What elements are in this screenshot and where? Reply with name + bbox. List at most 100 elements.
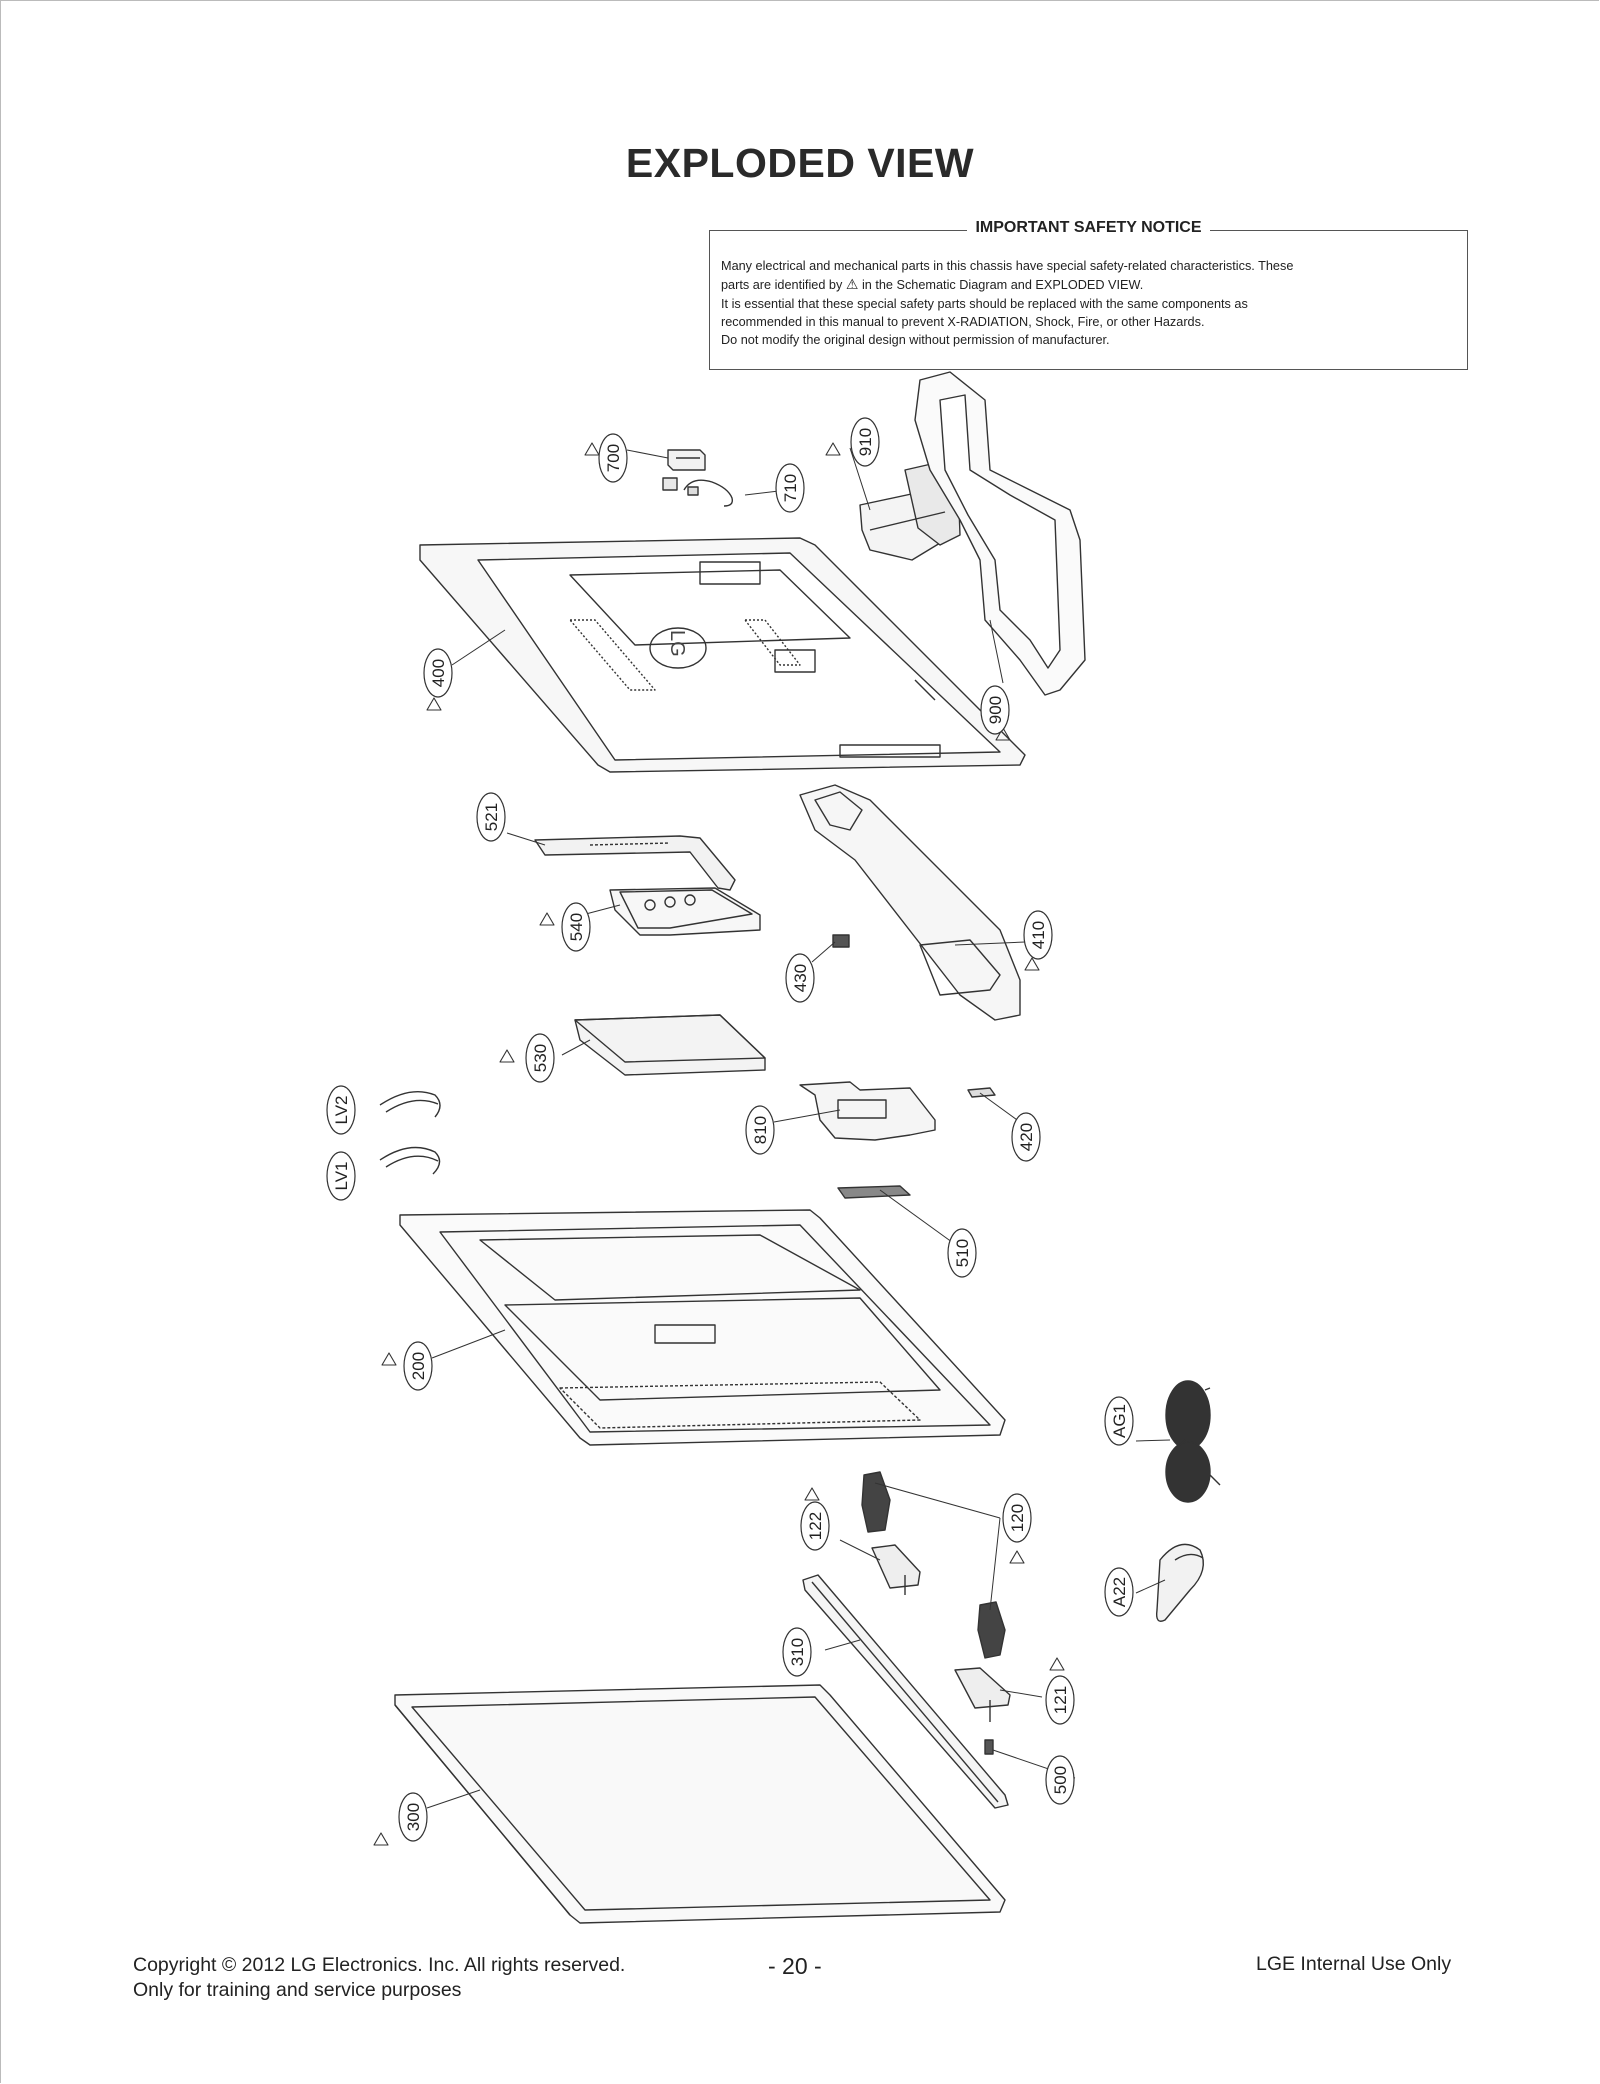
callout-700-label: 700	[604, 444, 623, 472]
callout-420: 420	[1011, 1112, 1041, 1162]
leader-lines	[426, 447, 1171, 1809]
callout-310: 310	[782, 1627, 812, 1677]
callout-122-label: 122	[806, 1512, 825, 1540]
safety-notice-heading-wrap: IMPORTANT SAFETY NOTICE	[710, 219, 1467, 237]
warning-triangle-icon	[1009, 1550, 1025, 1564]
footer-left: Copyright © 2012 LG Electronics. Inc. Al…	[133, 1953, 625, 2003]
callout-500-label: 500	[1051, 1766, 1070, 1794]
callout-a22: A22	[1104, 1567, 1134, 1617]
part-a22-remote-shape	[1155, 1543, 1204, 1622]
footer-copyright: Copyright © 2012 LG Electronics. Inc. Al…	[133, 1954, 626, 1976]
safety-notice-heading: IMPORTANT SAFETY NOTICE	[967, 219, 1210, 236]
part-400-back-cover-shape: LG	[419, 537, 1026, 773]
warning-triangle-icon	[426, 697, 442, 711]
warning-triangle-icon	[825, 442, 841, 456]
safety-notice-box: IMPORTANT SAFETY NOTICE Many electrical …	[709, 219, 1468, 370]
callout-410: 410	[1023, 910, 1053, 960]
callout-ag1-label: AG1	[1110, 1404, 1129, 1438]
callout-121: 121	[1045, 1675, 1075, 1725]
part-121-bracket-shape	[954, 1667, 1011, 1722]
safety-notice-body: Many electrical and mechanical parts in …	[721, 257, 1456, 349]
callout-910: 910	[850, 417, 880, 467]
part-521-bracket-shape	[534, 835, 736, 891]
callout-400: 400	[423, 648, 453, 698]
callout-310-label: 310	[788, 1638, 807, 1666]
part-300-front-cabinet-shape	[394, 1684, 1006, 1924]
part-530-power-board-shape	[574, 1014, 766, 1076]
callout-500: 500	[1045, 1755, 1075, 1805]
part-500-small-part-shape	[984, 1739, 994, 1755]
part-510-ir-board-shape	[837, 1185, 911, 1199]
callout-120: 120	[1002, 1493, 1032, 1543]
part-700-shape	[667, 449, 706, 471]
callout-a22-label: A22	[1110, 1577, 1129, 1607]
callout-430: 430	[785, 953, 815, 1003]
callout-900-label: 900	[986, 696, 1005, 724]
warning-triangle-icon	[1049, 1657, 1065, 1671]
warning-triangle-icon	[381, 1352, 397, 1366]
callout-lv1: LV1	[326, 1151, 356, 1201]
part-900-stand-base-shape	[914, 371, 1086, 696]
safety-triangles	[373, 442, 1065, 1846]
warning-triangle-icon	[539, 912, 555, 926]
part-710-cable-shape	[662, 477, 734, 507]
part-310-bottom-frame-shape	[802, 1574, 1009, 1809]
callout-121-label: 121	[1051, 1686, 1070, 1714]
part-200-chassis-shape	[399, 1209, 1006, 1446]
callout-510-label: 510	[953, 1239, 972, 1267]
page-title: EXPLODED VIEW	[625, 140, 975, 186]
footer-training-note: Only for training and service purposes	[133, 1979, 462, 2001]
callout-910-label: 910	[856, 428, 875, 456]
callout-521: 521	[476, 792, 506, 842]
callout-400-label: 400	[429, 659, 448, 687]
warning-triangle-icon: ⚠	[845, 276, 859, 293]
callout-710-label: 710	[781, 474, 800, 502]
footer-internal-note: LGE Internal Use Only	[1256, 1953, 1452, 1975]
part-420-small-part-shape	[967, 1087, 996, 1098]
callout-530: 530	[525, 1033, 555, 1083]
notice-line-2-start: parts are identified by	[721, 278, 843, 293]
callout-540-label: 540	[567, 913, 586, 941]
callout-120-label: 120	[1008, 1504, 1027, 1532]
part-810-bracket-shape	[799, 1081, 936, 1141]
warning-triangle-icon	[373, 1832, 389, 1846]
callout-200: 200	[403, 1341, 433, 1391]
notice-line-2: parts are identified by ⚠ in the Schemat…	[721, 275, 1456, 294]
callout-900: 900	[980, 685, 1010, 735]
page-number: - 20 -	[768, 1953, 822, 1979]
warning-triangle-icon	[499, 1049, 515, 1063]
part-430-small-part-shape	[832, 934, 850, 948]
callout-710: 710	[775, 463, 805, 513]
warning-triangle-icon	[804, 1487, 820, 1501]
callout-700: 700	[598, 433, 628, 483]
callout-410-label: 410	[1029, 921, 1048, 949]
callout-lv2: LV2	[326, 1085, 356, 1135]
callout-810: 810	[745, 1105, 775, 1155]
callout-300: 300	[398, 1792, 428, 1842]
notice-line-4: recommended in this manual to prevent X-…	[721, 314, 1205, 329]
part-120-upper-speaker-shape	[861, 1471, 891, 1533]
callout-300-label: 300	[404, 1803, 423, 1831]
callout-lv1-label: LV1	[332, 1162, 351, 1191]
part-callouts: 700 710 910 900 400 521 540 430 410 530 …	[326, 417, 1134, 1842]
notice-line-1: Many electrical and mechanical parts in …	[721, 259, 1294, 273]
callout-810-label: 810	[751, 1116, 770, 1144]
callout-510: 510	[947, 1228, 977, 1278]
notice-line-5: Do not modify the original design withou…	[721, 333, 1110, 348]
callout-lv2-label: LV2	[332, 1096, 351, 1125]
warning-triangle-icon	[1024, 957, 1040, 971]
warning-triangle-icon	[584, 442, 600, 456]
warning-triangle-icon	[995, 727, 1011, 741]
callout-200-label: 200	[409, 1352, 428, 1380]
part-120-lower-speaker-shape	[977, 1601, 1006, 1659]
part-410-stand-cover-shape	[799, 784, 1021, 1021]
callout-430-label: 430	[791, 964, 810, 992]
lg-logo-text: LG	[666, 630, 688, 657]
notice-line-2-end: in the Schematic Diagram and EXPLODED VI…	[861, 278, 1144, 293]
callout-122: 122	[800, 1501, 830, 1551]
part-lv1-cable-shape	[379, 1146, 441, 1175]
part-122-bracket-shape	[871, 1544, 921, 1595]
callout-521-label: 521	[482, 803, 501, 831]
